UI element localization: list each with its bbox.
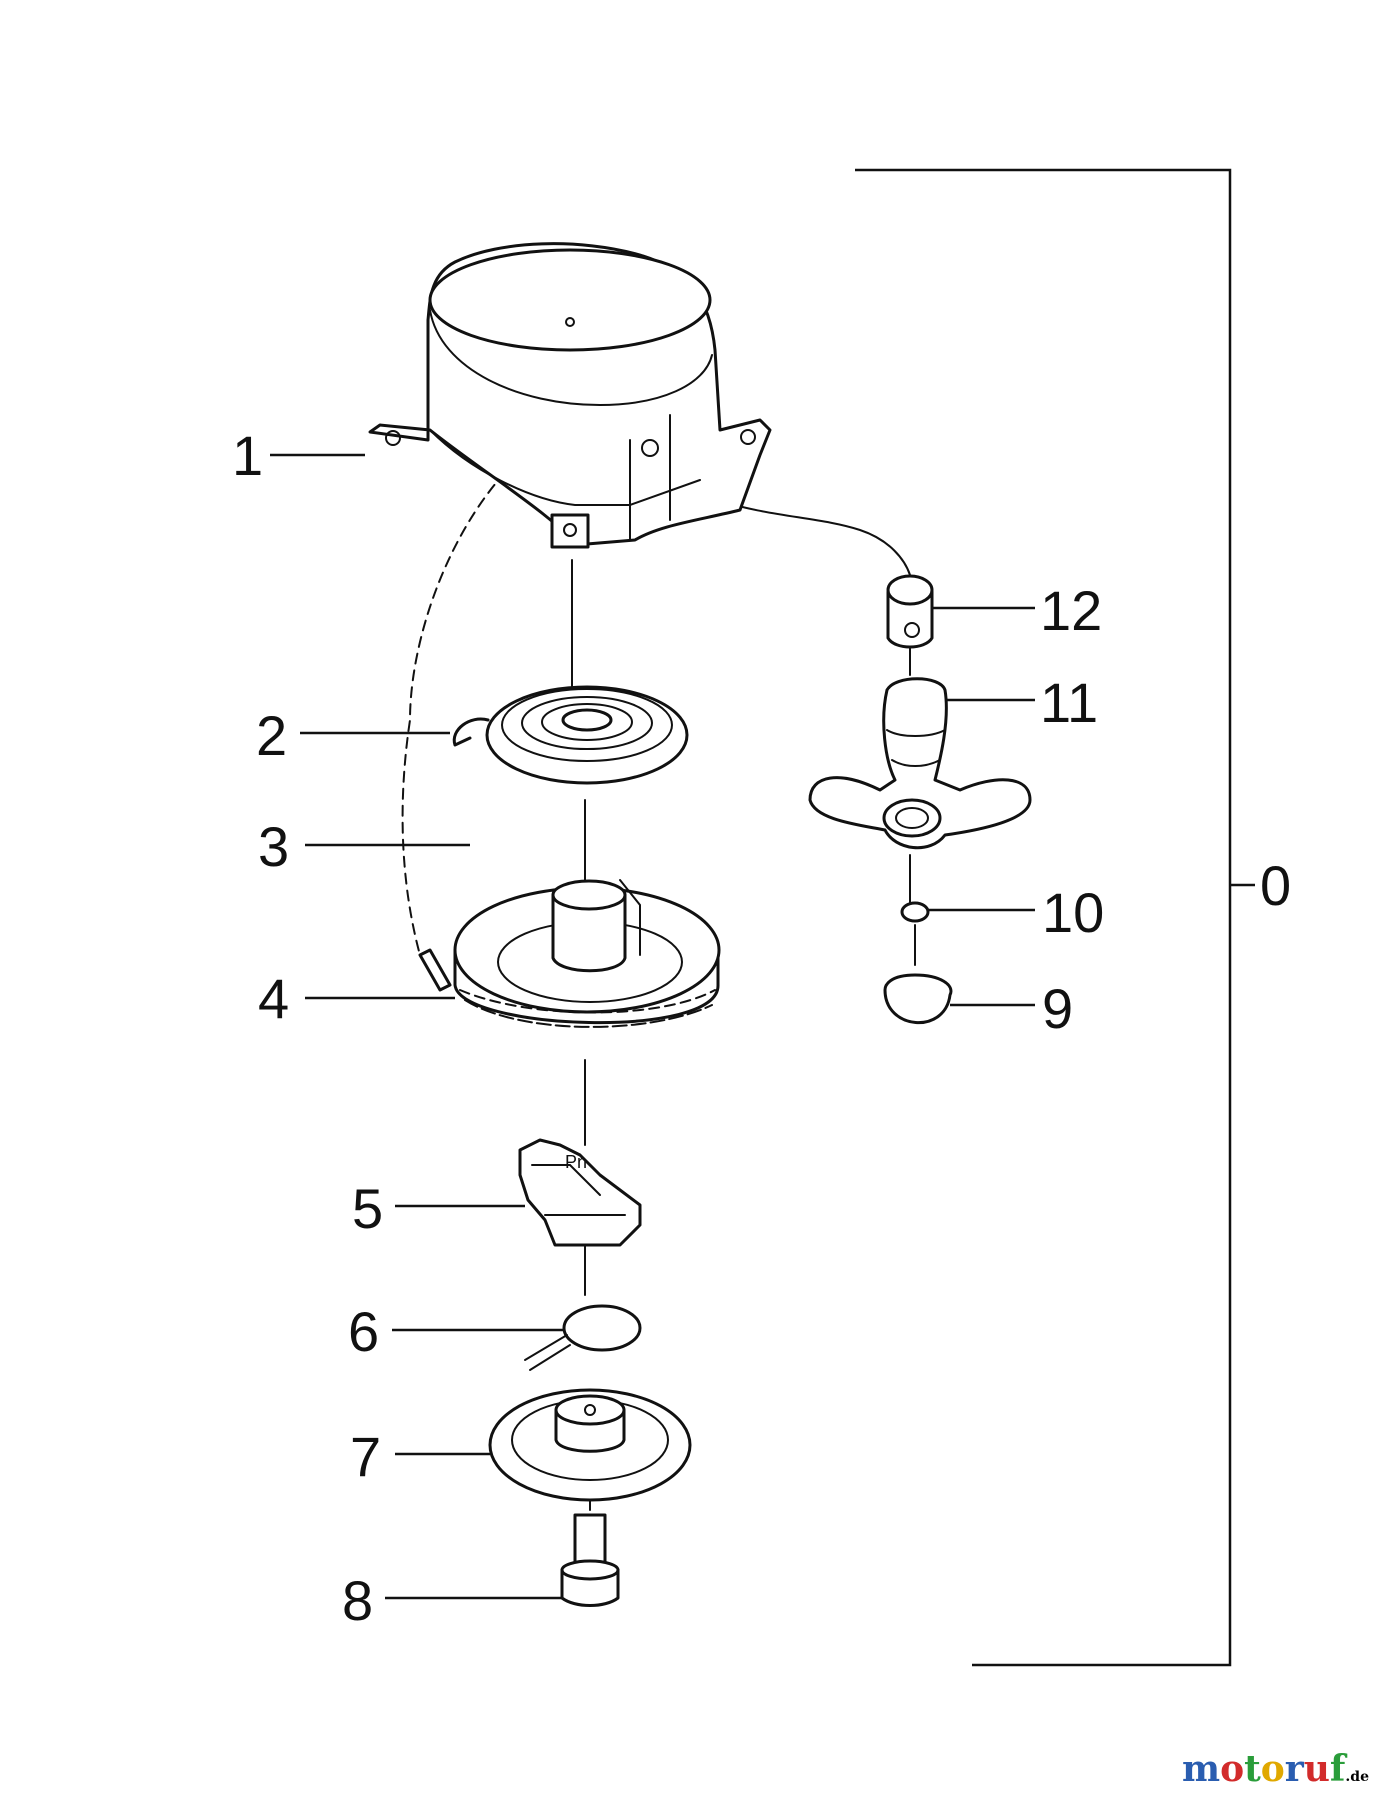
callout-5: 5 bbox=[352, 1177, 383, 1240]
callout-4: 4 bbox=[258, 967, 289, 1030]
callout-9: 9 bbox=[1042, 977, 1073, 1040]
callout-11: 11 bbox=[1040, 671, 1098, 734]
starter-rope-path bbox=[401, 419, 573, 956]
assembly-bracket bbox=[855, 168, 1255, 1667]
part-9-handle-knob bbox=[883, 973, 953, 1024]
watermark-letter: o bbox=[1220, 1748, 1245, 1790]
watermark-letter: u bbox=[1303, 1748, 1330, 1790]
part-8-screw bbox=[560, 1513, 620, 1607]
part-10-washer bbox=[900, 901, 930, 923]
callout-10: 10 bbox=[1042, 881, 1104, 944]
watermark-letter: r bbox=[1284, 1748, 1304, 1790]
part-3-rope-pulley bbox=[418, 879, 721, 1028]
callout-8: 8 bbox=[342, 1569, 373, 1632]
callout-6: 6 bbox=[348, 1300, 379, 1363]
part-5-ratchet-pawl: Pn bbox=[518, 1138, 642, 1247]
part-7-friction-plate bbox=[488, 1388, 692, 1502]
watermark-suffix: .de bbox=[1345, 1769, 1369, 1785]
callout-12: 12 bbox=[1040, 579, 1102, 642]
watermark-letter: m bbox=[1182, 1748, 1221, 1790]
callout-1: 1 bbox=[232, 424, 263, 487]
watermark-letter: o bbox=[1260, 1748, 1285, 1790]
part-12-rope-stopper bbox=[886, 574, 934, 649]
part-11-starter-handle bbox=[808, 677, 1032, 850]
part-6-friction-spring bbox=[524, 1304, 642, 1371]
watermark-logo: motoruf.de bbox=[1182, 1748, 1369, 1790]
pawl-marking: Pn bbox=[565, 1152, 587, 1172]
callout-3: 3 bbox=[258, 815, 289, 878]
watermark-letter: f bbox=[1329, 1748, 1346, 1790]
callout-0: 0 bbox=[1260, 854, 1291, 917]
callout-2: 2 bbox=[256, 704, 287, 767]
watermark-letter: t bbox=[1244, 1748, 1261, 1790]
part-2-recoil-spring bbox=[452, 685, 689, 785]
part-1-starter-housing bbox=[368, 242, 772, 549]
callout-7: 7 bbox=[350, 1425, 381, 1488]
